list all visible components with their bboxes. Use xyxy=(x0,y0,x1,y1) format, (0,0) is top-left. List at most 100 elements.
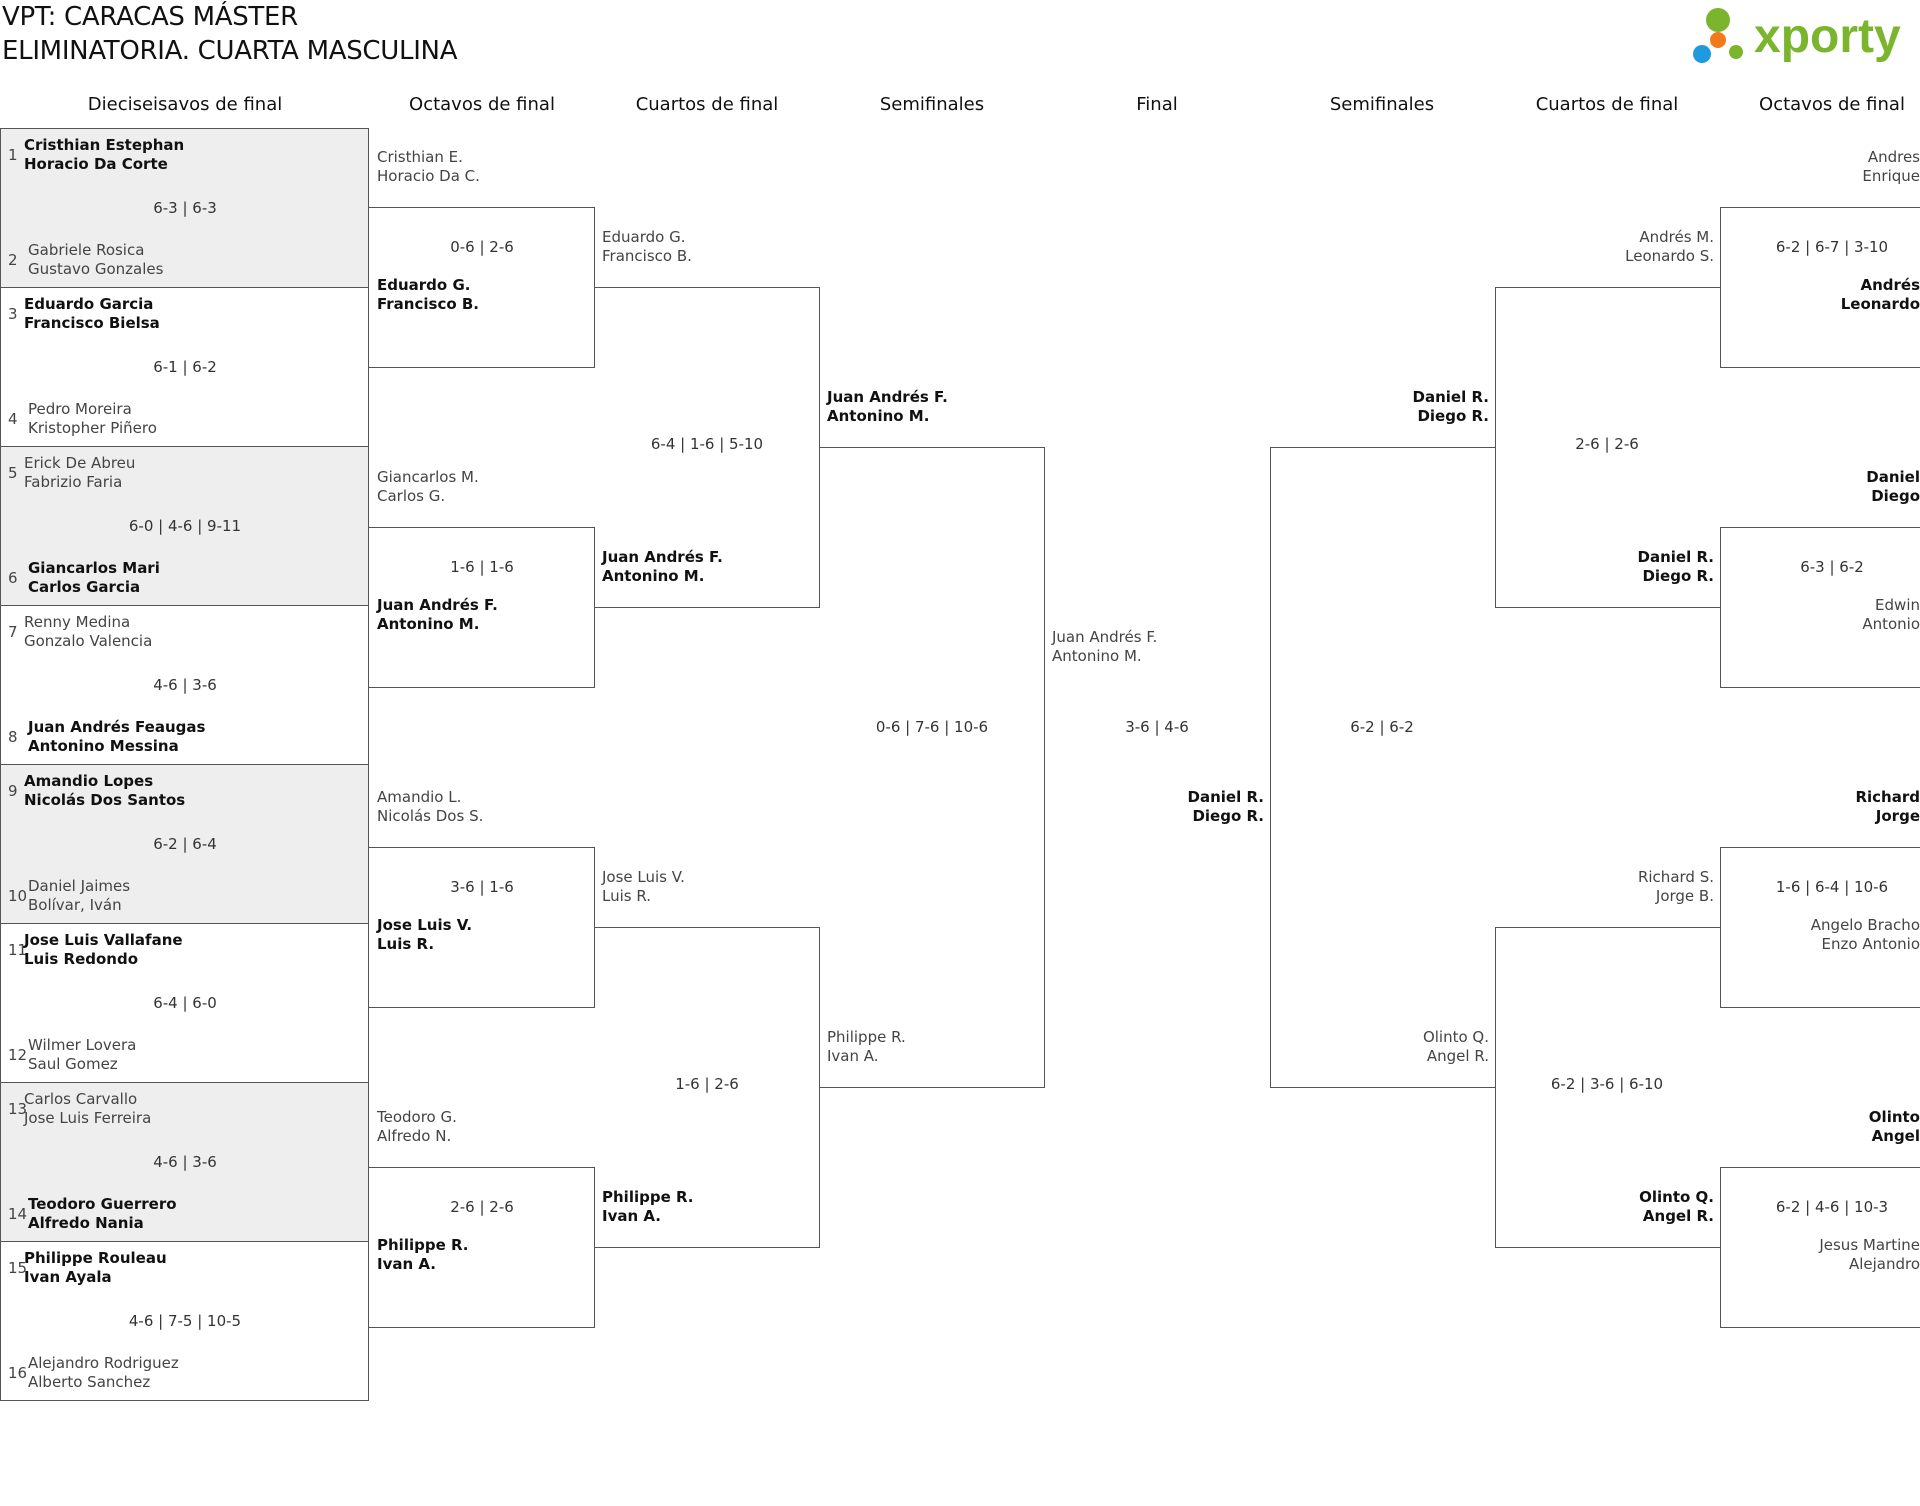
player-name: Amandio L. xyxy=(377,788,462,806)
player-name: Erick De Abreu xyxy=(24,454,136,472)
bracket-line xyxy=(1720,1167,1920,1168)
sf-team-b: Philippe R.Ivan A. xyxy=(827,1028,906,1066)
player-name: Eduardo G. xyxy=(377,276,471,294)
bracket-line xyxy=(819,1087,1044,1088)
r16-score: 0-6 | 2-6 xyxy=(450,238,514,256)
r32-score: 6-0 | 4-6 | 9-11 xyxy=(128,517,242,535)
player-name: Gabriele Rosica xyxy=(28,241,145,259)
player-name: Enrique xyxy=(1862,167,1920,185)
seed-number: 11 xyxy=(8,941,28,959)
column-header-4: Final xyxy=(1136,94,1178,115)
bracket-line xyxy=(1720,1167,1721,1328)
player-name: Eduardo Garcia xyxy=(24,295,154,313)
player-name: Ivan A. xyxy=(602,1207,661,1225)
player-name: Giancarlos Mari xyxy=(28,559,160,577)
player-name: Pedro Moreira xyxy=(28,400,132,418)
r32-match-cell xyxy=(0,1082,369,1242)
player-name: Olinto Q. xyxy=(1422,1028,1489,1046)
rqf-score: 2-6 | 2-6 xyxy=(1575,435,1639,453)
player-name: Jose Luis V. xyxy=(602,868,685,886)
logo-dot-green xyxy=(1706,8,1730,32)
bracket-line xyxy=(1495,287,1496,608)
player-name: Jorge B. xyxy=(1655,887,1714,905)
bracket-line xyxy=(1720,847,1920,848)
player-name: Daniel R. xyxy=(1412,388,1489,406)
bracket-line xyxy=(1495,607,1720,608)
seed-number: 8 xyxy=(8,728,18,746)
r16-team-a: Teodoro G.Alfredo N. xyxy=(377,1108,457,1146)
r16-score: 3-6 | 1-6 xyxy=(450,878,514,896)
column-header-0: Dieciseisavos de final xyxy=(87,94,283,115)
bracket-line xyxy=(1720,687,1920,688)
player-name: Nicolás Dos S. xyxy=(377,807,484,825)
bracket-line xyxy=(1270,1087,1495,1088)
seed-number: 15 xyxy=(8,1259,28,1277)
player-name: Diego R. xyxy=(1642,567,1714,585)
player-name: Francisco B. xyxy=(602,247,692,265)
player-name: Daniel xyxy=(1866,468,1920,486)
logo-text: xporty xyxy=(1754,10,1901,63)
player-name: Edwin xyxy=(1875,596,1920,614)
bracket-line xyxy=(1270,447,1495,448)
bracket-line xyxy=(1720,207,1920,208)
bracket-line xyxy=(369,1327,594,1328)
player-name: Jose Luis V. xyxy=(377,916,473,934)
seed-number: 12 xyxy=(8,1046,28,1064)
logo-dot-blue xyxy=(1693,45,1711,63)
bracket-line xyxy=(1720,527,1920,528)
player-name: Philippe R. xyxy=(377,1236,469,1254)
rr16-score: 1-6 | 6-4 | 10-6 xyxy=(1775,878,1889,896)
player-name: Alfredo Nania xyxy=(28,1214,144,1232)
seed-number: 13 xyxy=(8,1100,28,1118)
seed-number: 3 xyxy=(8,305,18,323)
player-name: Alejandro xyxy=(1848,1255,1920,1273)
player-name: Diego R. xyxy=(1417,407,1489,425)
player-name: Teodoro Guerrero xyxy=(28,1195,177,1213)
r16-team-b: Eduardo G.Francisco B. xyxy=(377,276,479,314)
r16-team-b: Juan Andrés F.Antonino M. xyxy=(377,596,498,634)
player-name: Antonino M. xyxy=(377,615,480,633)
player-name: Cristhian E. xyxy=(377,148,463,166)
bracket-line xyxy=(1720,1327,1920,1328)
player-name: Daniel R. xyxy=(1637,548,1714,566)
bracket-line xyxy=(369,367,594,368)
player-name: Philippe Rouleau xyxy=(24,1249,167,1267)
final-team-a: Juan Andrés F.Antonino M. xyxy=(1052,628,1157,666)
player-name: Saul Gomez xyxy=(28,1055,118,1073)
player-name: Ivan Ayala xyxy=(24,1268,112,1286)
bracket-line xyxy=(1495,1247,1720,1248)
r16-score: 1-6 | 1-6 xyxy=(450,558,514,576)
rsf-score: 6-2 | 6-2 xyxy=(1350,718,1414,736)
player-name: Wilmer Lovera xyxy=(28,1036,137,1054)
player-name: Richard xyxy=(1855,788,1920,806)
bracket-line xyxy=(594,607,819,608)
final-score: 3-6 | 4-6 xyxy=(1125,718,1189,736)
rqf-team-a: Andrés M.Leonardo S. xyxy=(1394,228,1714,266)
bracket-line xyxy=(369,847,594,848)
player-name: Carlos Garcia xyxy=(28,578,141,596)
player-name: Leonardo xyxy=(1840,295,1920,313)
player-name: Cristhian Estephan xyxy=(24,136,185,154)
bracket-line xyxy=(1720,1007,1920,1008)
player-name: Luis R. xyxy=(377,935,435,953)
seed-number: 7 xyxy=(8,623,18,641)
player-name: Juan Andrés F. xyxy=(827,388,948,406)
rqf-team-b: Olinto Q.Angel R. xyxy=(1394,1188,1714,1226)
sf-team-a: Juan Andrés F.Antonino M. xyxy=(827,388,948,426)
bracket-line xyxy=(1495,287,1720,288)
bracket-line xyxy=(819,447,1044,448)
player-name: Jose Luis Ferreira xyxy=(24,1109,152,1127)
final-team-b: Daniel R.Diego R. xyxy=(944,788,1264,826)
bracket-line xyxy=(1495,927,1720,928)
player-name: Amandio Lopes xyxy=(24,772,154,790)
